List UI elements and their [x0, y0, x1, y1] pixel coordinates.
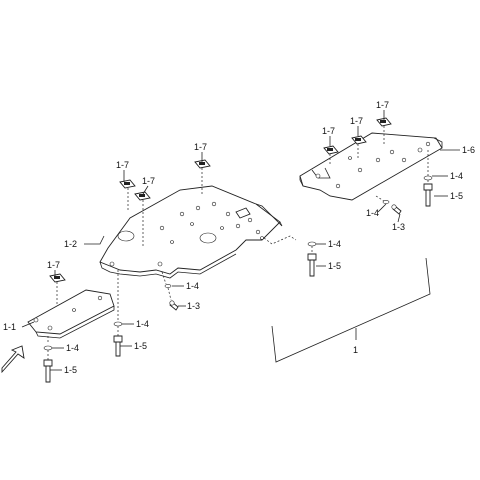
washer-left-upper[interactable]: [113, 321, 123, 327]
callout-1-2: 1-2: [64, 239, 77, 249]
washer-right[interactable]: [423, 175, 433, 181]
clip-nut-left[interactable]: [49, 273, 66, 283]
washer-main-right[interactable]: [307, 241, 317, 247]
callout-1-assembly: 1: [353, 345, 358, 355]
callout-1-6: 1-6: [462, 145, 475, 155]
callout-1-7-main-3: 1-7: [194, 142, 207, 152]
callout-1-5-main-right: 1-5: [328, 261, 341, 271]
skid-plate-main[interactable]: [99, 185, 283, 279]
callout-1-4-left-lower: 1-4: [66, 343, 79, 353]
clip-nut-main-3[interactable]: [194, 159, 211, 169]
leader-lines: [21, 110, 460, 371]
bolt-main-right[interactable]: [307, 253, 317, 277]
clip-nut-right-2[interactable]: [351, 135, 367, 145]
skid-plate-left[interactable]: [27, 289, 115, 339]
clip-nut-right-3[interactable]: [376, 117, 392, 127]
washer-main-lower[interactable]: [164, 284, 172, 288]
callout-1-4-right: 1-4: [450, 171, 463, 181]
clip-nut-right-1[interactable]: [323, 145, 339, 155]
skid-plate-right[interactable]: [299, 132, 443, 201]
bolt-main-lower[interactable]: [169, 300, 179, 311]
callout-1-1: 1-1: [3, 322, 16, 332]
washer-right-small[interactable]: [382, 200, 390, 204]
callout-1-3-main: 1-3: [187, 301, 200, 311]
assembly-bracket-line: [271, 257, 431, 363]
callout-1-7-main-1: 1-7: [116, 160, 129, 170]
callout-1-4-main-lower: 1-4: [186, 281, 199, 291]
callout-1-5-left-lower: 1-5: [64, 365, 77, 375]
callout-1-5-left-upper: 1-5: [134, 341, 147, 351]
bolt-left-upper[interactable]: [113, 335, 123, 357]
bolt-left-lower[interactable]: [43, 359, 53, 383]
washer-left-lower[interactable]: [43, 345, 53, 351]
clip-nut-main-2[interactable]: [134, 191, 151, 201]
callout-1-7-right-1: 1-7: [322, 126, 335, 136]
callout-1-7-right-2: 1-7: [350, 116, 363, 126]
front-direction-arrow-icon: [1, 345, 25, 374]
bolt-right[interactable]: [423, 183, 433, 207]
callout-1-4-right-small: 1-4: [366, 208, 379, 218]
callout-1-4-left-upper: 1-4: [136, 319, 149, 329]
callout-1-7-left: 1-7: [47, 260, 60, 270]
callout-1-7-right-3: 1-7: [376, 100, 389, 110]
callout-1-5-right: 1-5: [450, 191, 463, 201]
bolt-right-small[interactable]: [391, 204, 402, 215]
callout-1-3-right: 1-3: [392, 222, 405, 232]
callout-1-7-main-2: 1-7: [142, 176, 155, 186]
callout-1-4-main-right: 1-4: [328, 239, 341, 249]
clip-nut-main-1[interactable]: [119, 179, 136, 189]
